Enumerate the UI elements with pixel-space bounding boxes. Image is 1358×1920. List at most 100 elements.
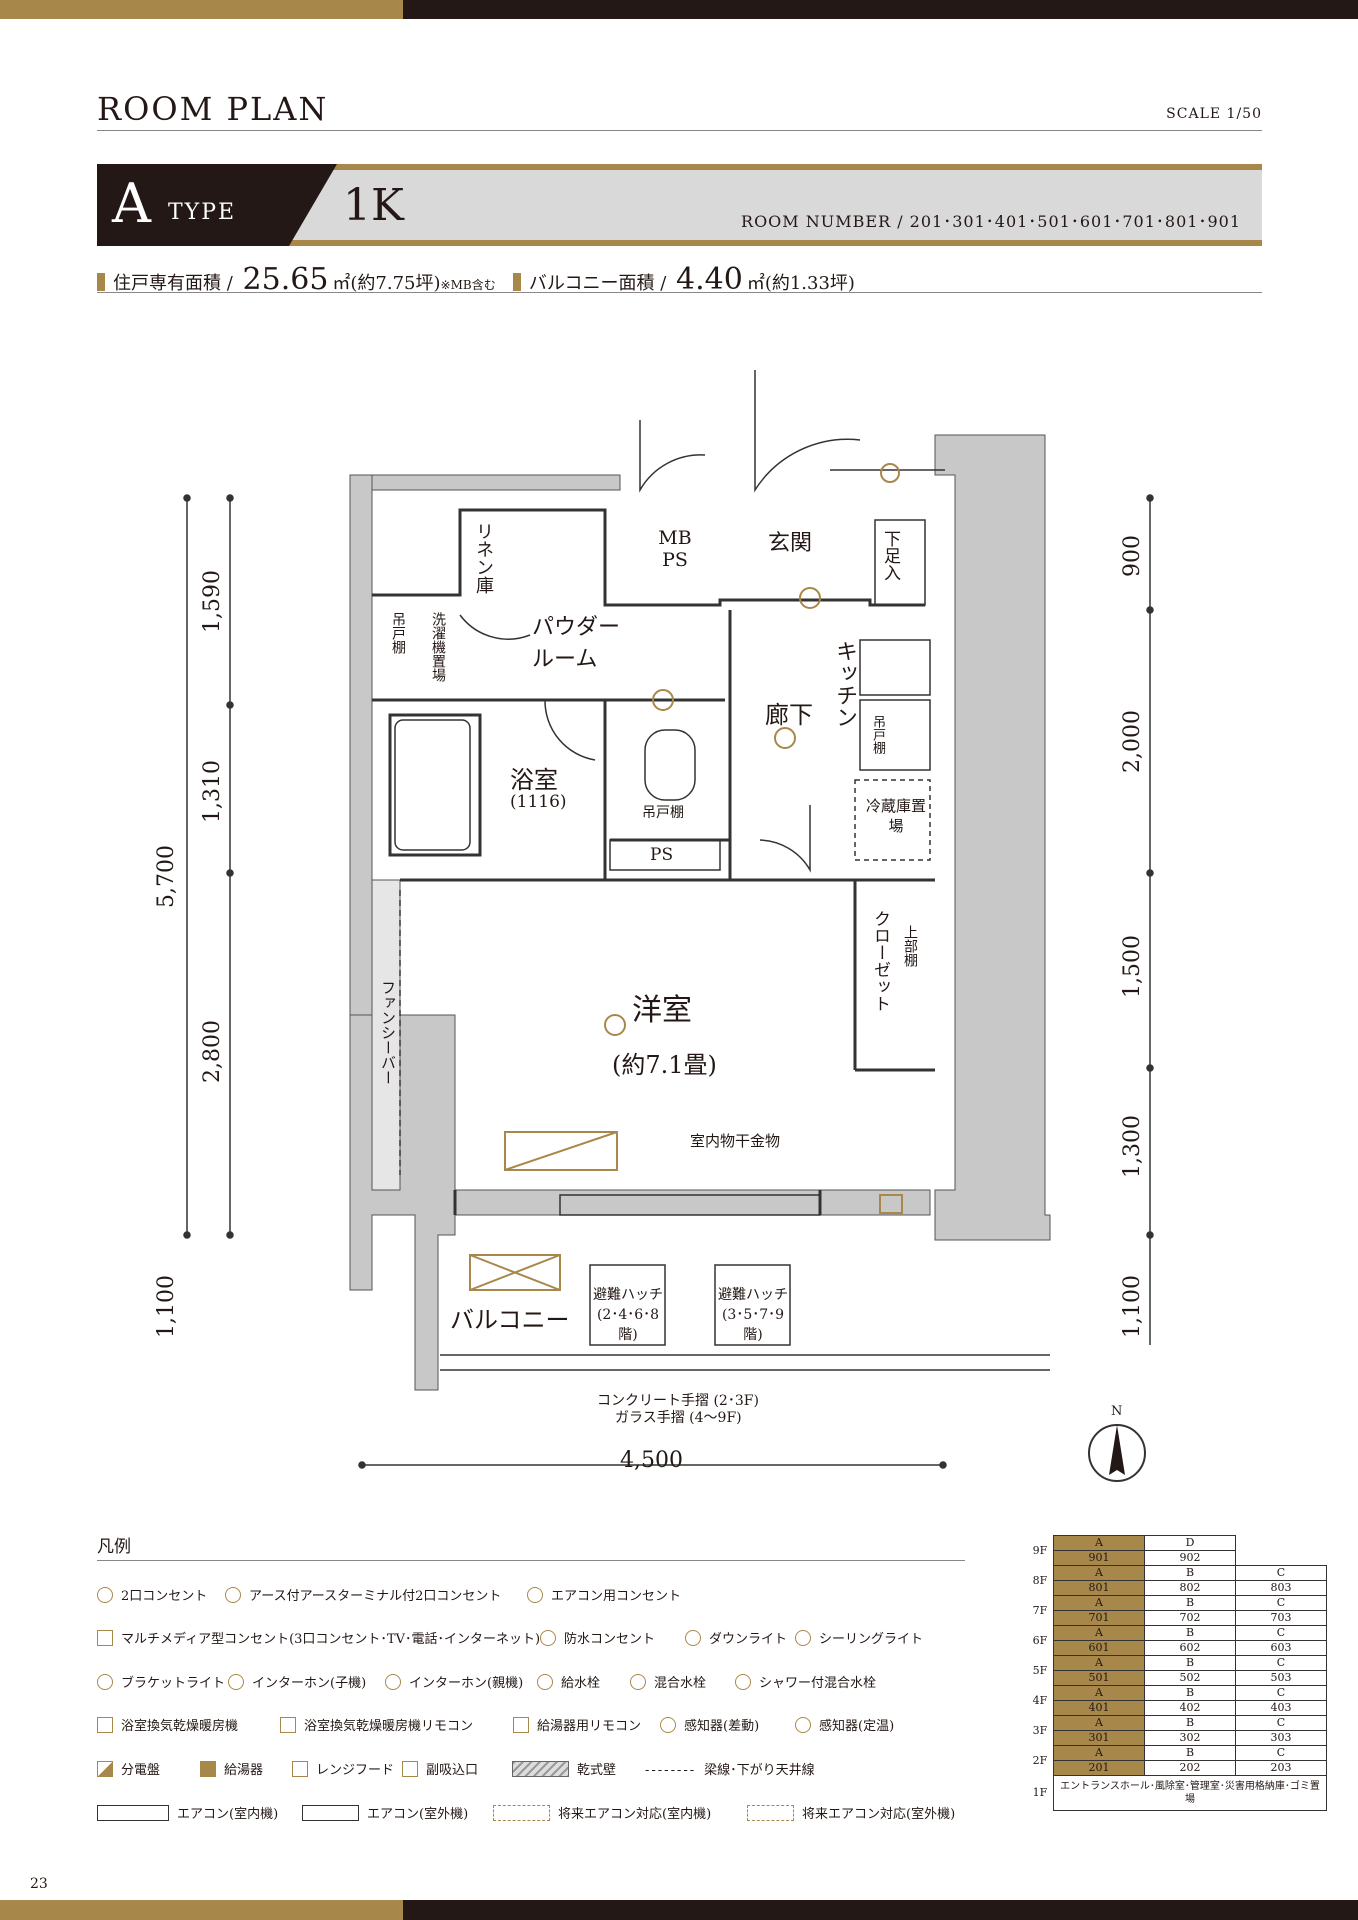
room-western: 洋室: [632, 993, 692, 1028]
dim-right-5: 1,100: [1120, 1275, 1145, 1338]
heat-detector-fixed-icon: [795, 1717, 811, 1733]
faucet-icon: [537, 1674, 553, 1690]
legend-item: インターホン(親機): [385, 1672, 523, 1691]
dim-right-2: 2,000: [1120, 710, 1145, 773]
bath-dryer-icon: [97, 1717, 113, 1733]
bath-dryer-remote-icon: [280, 1717, 296, 1733]
dim-left-1: 1,590: [200, 570, 225, 633]
unit-area-label: 住戸専有面積: [113, 273, 221, 294]
bracket-light-icon: [97, 1674, 113, 1690]
floor-plan: [183, 370, 1154, 1482]
type-box: [97, 164, 337, 246]
outlet-icon: [97, 1587, 113, 1603]
layout-type: 1K: [343, 180, 404, 231]
ac-indoor-icon: [97, 1805, 169, 1821]
railing-note-2: ガラス手摺 (4〜9F): [615, 1410, 742, 1426]
type-bar-gold-line: [97, 164, 1262, 170]
legend-item: 分電盤: [97, 1759, 160, 1778]
legend-item: 給水栓: [537, 1672, 600, 1691]
legend-item: ブラケットライト: [97, 1672, 225, 1691]
room-kitchen-shelf: 吊戸棚: [870, 715, 885, 754]
unit-area-suffix: ㎡(約7.75坪): [332, 273, 441, 294]
page-title: ROOM PLAN: [97, 90, 329, 128]
top-gold-bar: [0, 0, 403, 19]
legend-item: アース付アースターミナル付2口コンセント: [225, 1585, 501, 1604]
legend-item: 混合水栓: [630, 1672, 706, 1691]
bottom-gold-bar: [0, 1900, 403, 1920]
legend-item: 将来エアコン対応(室内機): [493, 1803, 711, 1822]
room-kitchen: キッチン: [832, 640, 857, 728]
ceiling-light-icon: [795, 1630, 811, 1646]
legend-item: 感知器(定温): [795, 1715, 894, 1734]
downlight-icon: [685, 1630, 701, 1646]
future-ac-outdoor-icon: [747, 1805, 794, 1821]
room-washer: 洗濯機置場: [430, 612, 446, 682]
legend-item: 将来エアコン対応(室外機): [747, 1803, 955, 1822]
future-ac-indoor-icon: [493, 1805, 550, 1821]
divider: [97, 1560, 965, 1561]
table-row: 9F A D: [1027, 1535, 1327, 1557]
wall: [349, 474, 373, 1016]
divider: [97, 130, 1262, 131]
shower-faucet-icon: [735, 1674, 751, 1690]
balcony-area-value: 4.40: [676, 262, 743, 297]
room-closet: クローゼット: [870, 910, 890, 1012]
distribution-board-icon: [97, 1761, 113, 1777]
legend-item: 副吸込口: [402, 1759, 478, 1778]
legend-item: 給湯器: [200, 1759, 263, 1778]
legend-item: 2口コンセント: [97, 1585, 207, 1604]
ac-outdoor-icon: [302, 1805, 359, 1821]
water-heater-icon: [200, 1761, 216, 1777]
range-hood-icon: [292, 1761, 308, 1777]
dim-left-2: 1,310: [200, 760, 225, 823]
dim-right-1: 900: [1120, 535, 1145, 577]
legend-item: シーリングライト: [795, 1628, 923, 1647]
mixer-faucet-icon: [630, 1674, 646, 1690]
dim-total-height: 5,700: [154, 845, 179, 908]
wall: [349, 1014, 456, 1391]
room-ps: PS: [650, 845, 674, 865]
dim-left-3: 2,800: [200, 1020, 225, 1083]
dim-left-4: 1,100: [154, 1275, 179, 1338]
balcony-area-suffix: ㎡(約1.33坪): [746, 273, 855, 294]
legend-item: エアコン(室内機): [97, 1803, 278, 1822]
north-compass-icon: [1088, 1424, 1146, 1482]
room-entrance: 玄関: [768, 531, 813, 556]
room-fridge: 冷蔵庫置場: [866, 797, 927, 835]
room-bath: 浴室: [510, 766, 558, 794]
legend-item: エアコン用コンセント: [527, 1585, 681, 1604]
legend-item: レンジフード: [292, 1759, 394, 1778]
divider: [97, 292, 1262, 293]
dashed-line-icon: --------: [645, 1763, 697, 1778]
room-upper-shelf: 上部棚: [902, 925, 918, 967]
balcony-area-label: バルコニー面積: [528, 273, 655, 294]
room-balcony: バルコニー: [450, 1306, 570, 1334]
page-number: 23: [30, 1876, 48, 1892]
room-hatch-1: 避難ハッチ (2･4･6･8階): [593, 1287, 663, 1343]
room-western-size: (約7.1畳): [612, 1051, 717, 1079]
room-hall: 廊下: [765, 701, 813, 729]
intercom-sub-icon: [228, 1674, 244, 1690]
bottom-dark-bar: [403, 1900, 1358, 1920]
scale-label: SCALE 1/50: [1166, 106, 1262, 122]
legend-item: 給湯器用リモコン: [513, 1715, 641, 1734]
dim-width: 4,500: [620, 1448, 683, 1473]
legend-item: ダウンライト: [685, 1628, 787, 1647]
multimedia-outlet-icon: [97, 1630, 113, 1646]
room-hatch-2: 避難ハッチ (3･5･7･9階): [718, 1287, 788, 1343]
north-label: N: [1111, 1404, 1123, 1419]
dim-right-4: 1,300: [1120, 1115, 1145, 1178]
room-number: ROOM NUMBER / 201･301･401･501･601･701･80…: [741, 212, 1241, 231]
unit-area-value: 25.65: [242, 262, 329, 297]
